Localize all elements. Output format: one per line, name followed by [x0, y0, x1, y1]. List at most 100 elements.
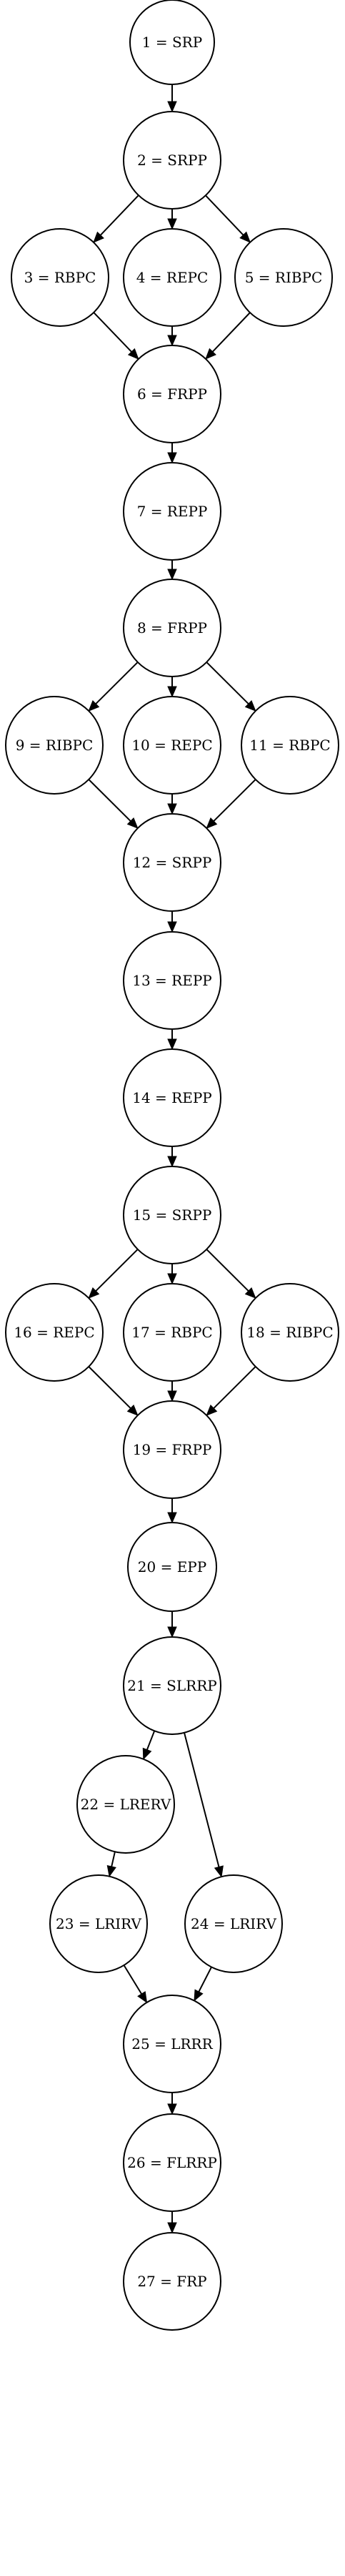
- edge-2-3: [99, 195, 139, 236]
- node-7: 7 = REPP: [123, 462, 221, 561]
- arrowhead-2-3: [93, 231, 104, 243]
- arrowhead-8-11: [244, 700, 256, 712]
- node-circle: [123, 228, 221, 327]
- node-label: 19 = FRPP: [133, 1441, 212, 1458]
- arrowhead-3-6: [127, 348, 139, 360]
- node-label: 12 = SRPP: [133, 854, 212, 871]
- node-3: 3 = RBPC: [11, 228, 109, 327]
- node-8: 8 = FRPP: [123, 579, 221, 677]
- node-13: 13 = REPP: [123, 931, 221, 1030]
- node-label: 25 = LRRR: [131, 2035, 213, 2053]
- node-label: 15 = SRPP: [133, 1206, 212, 1224]
- arrowhead-21-22: [142, 1747, 152, 1760]
- arrowhead-15-18: [244, 1287, 256, 1299]
- node-16: 16 = REPC: [5, 1283, 104, 1382]
- node-label: 1 = SRP: [142, 34, 202, 51]
- node-27: 27 = FRP: [123, 2232, 221, 2331]
- node-circle: [123, 111, 221, 210]
- node-circle: [76, 1755, 175, 1854]
- node-label: 8 = FRPP: [137, 619, 207, 636]
- edge-2-5: [205, 195, 244, 236]
- edge-22-23: [111, 1852, 116, 1867]
- node-19: 19 = FRPP: [123, 1400, 221, 1499]
- node-22: 22 = LRERV: [76, 1755, 175, 1854]
- arrowhead-18-19: [206, 1405, 218, 1416]
- arrowhead-16-19: [126, 1405, 139, 1416]
- edge-8-11: [206, 662, 249, 704]
- arrowhead-2-4: [167, 218, 177, 230]
- node-label: 14 = REPP: [132, 1089, 212, 1106]
- node-circle: [234, 228, 333, 327]
- node-label: 9 = RIBPC: [16, 737, 94, 754]
- node-label: 16 = REPC: [14, 1324, 94, 1341]
- edge-24-25: [198, 1967, 212, 1992]
- node-24: 24 = LRIRV: [184, 1874, 283, 1973]
- node-circle: [123, 2232, 221, 2331]
- arrowhead-22-23: [106, 1865, 116, 1877]
- node-21: 21 = SLRRP: [123, 1636, 221, 1735]
- arrowhead-21-24: [214, 1865, 224, 1878]
- node-label: 17 = RBPC: [131, 1324, 212, 1341]
- node-circle: [5, 1283, 104, 1382]
- node-label: 18 = RIBPC: [246, 1324, 333, 1341]
- arrowhead-6-7: [167, 452, 177, 464]
- diagram-edges: [88, 84, 256, 2234]
- node-label: 23 = LRIRV: [56, 1915, 142, 1932]
- arrowhead-9-12: [126, 817, 139, 829]
- node-label: 21 = SLRRP: [127, 1677, 216, 1694]
- node-circle: [123, 2113, 221, 2212]
- node-circle: [123, 696, 221, 795]
- arrowhead-8-10: [167, 686, 177, 698]
- node-circle: [123, 1283, 221, 1382]
- edge-3-6: [93, 312, 132, 353]
- arrowhead-25-26: [167, 2103, 177, 2115]
- node-label: 26 = FLRRP: [127, 2154, 217, 2171]
- node-label: 4 = REPC: [136, 269, 209, 286]
- arrowhead-24-25: [194, 1989, 204, 2002]
- edge-23-25: [123, 1965, 142, 1995]
- node-circle: [123, 1995, 221, 2093]
- node-circle: [241, 1283, 339, 1382]
- node-label: 11 = RBPC: [249, 737, 330, 754]
- arrowhead-12-13: [167, 921, 177, 933]
- arrowhead-17-19: [167, 1390, 177, 1402]
- arrowhead-1-2: [167, 101, 177, 113]
- node-5: 5 = RIBPC: [234, 228, 333, 327]
- node-circle: [123, 1636, 221, 1735]
- node-circle: [5, 696, 104, 795]
- node-6: 6 = FRPP: [123, 345, 221, 443]
- node-circle: [123, 579, 221, 677]
- node-label: 10 = REPC: [131, 737, 212, 754]
- edge-21-24: [184, 1732, 220, 1867]
- node-label: 13 = REPP: [132, 972, 212, 989]
- node-23: 23 = LRIRV: [49, 1874, 148, 1973]
- node-label: 5 = RIBPC: [245, 269, 323, 286]
- arrowhead-5-6: [205, 348, 216, 360]
- arrowhead-8-9: [88, 700, 100, 712]
- node-12: 12 = SRPP: [123, 813, 221, 912]
- node-circle: [123, 813, 221, 912]
- edge-18-19: [213, 1366, 256, 1409]
- node-label: 27 = FRP: [137, 2273, 206, 2290]
- arrowhead-4-6: [167, 335, 177, 347]
- node-label: 7 = REPP: [137, 503, 208, 520]
- node-label: 3 = RBPC: [24, 269, 96, 286]
- node-14: 14 = REPP: [123, 1048, 221, 1147]
- edge-21-22: [146, 1730, 156, 1751]
- node-circle: [123, 931, 221, 1030]
- node-15: 15 = SRPP: [123, 1166, 221, 1264]
- node-18: 18 = RIBPC: [241, 1283, 339, 1382]
- arrowhead-11-12: [206, 817, 218, 829]
- node-1: 1 = SRP: [129, 0, 215, 85]
- edge-8-9: [95, 662, 139, 704]
- node-9: 9 = RIBPC: [5, 696, 104, 795]
- node-circle: [184, 1874, 283, 1973]
- node-label: 6 = FRPP: [137, 385, 207, 403]
- node-4: 4 = REPC: [123, 228, 221, 327]
- edge-16-19: [88, 1366, 131, 1409]
- node-20: 20 = EPP: [127, 1522, 217, 1612]
- node-circle: [11, 228, 109, 327]
- node-11: 11 = RBPC: [241, 696, 339, 795]
- arrowhead-20-21: [167, 1626, 177, 1638]
